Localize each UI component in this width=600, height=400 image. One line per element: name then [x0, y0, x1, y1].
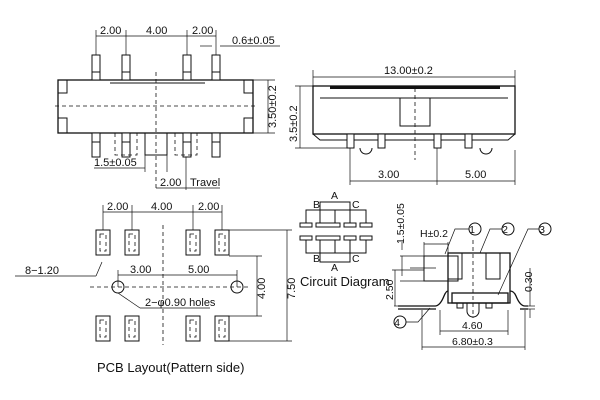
pcb-layout: 2.00 4.00 2.00 8−1.20 3.00 5.00 2−φ0.90 … — [15, 201, 298, 375]
dim-front-left: 3.00 — [378, 169, 399, 181]
callout-2: 2 — [502, 224, 508, 236]
dim-travel: 2.00 — [160, 177, 181, 189]
callout-4: 4 — [394, 317, 400, 329]
actuator — [144, 132, 168, 156]
pcb-layout-title: PCB Layout(Pattern side) — [97, 360, 244, 375]
dim-top-pitch-left: 2.00 — [100, 25, 121, 37]
circuit-label-b-top: B — [313, 199, 320, 211]
dim-body-height: 3.50±0.2 — [267, 85, 279, 128]
front-pins — [346, 133, 493, 155]
dim-pin-length: 1.5±0.05 — [94, 157, 137, 169]
dim-side-pin: 1.5±0.05 — [395, 203, 407, 244]
dim-side-inner: 4.60 — [462, 320, 483, 332]
circuit-label-b-bottom: B — [313, 253, 320, 265]
dim-pcb-pitch-left: 2.00 — [107, 201, 128, 213]
dim-pcb-holes: 2−φ0.90 holes — [145, 297, 216, 309]
circuit-label-a-bottom: A — [331, 262, 338, 274]
dim-pcb-hole-right: 5.00 — [188, 264, 209, 276]
dim-top-pitch-center: 4.00 — [146, 25, 167, 37]
dim-pcb-hole-left: 3.00 — [130, 264, 151, 276]
dim-pcb-row-spacing: 4.00 — [256, 278, 268, 299]
dim-front-right: 5.00 — [465, 169, 486, 181]
dim-pcb-overall: 7.50 — [286, 278, 298, 299]
circuit-label-a-top: A — [331, 190, 338, 202]
front-view: 13.00±0.2 3.5±0.2 3.00 5.00 — [288, 65, 516, 185]
dim-front-height: 3.5±0.2 — [288, 105, 300, 142]
dim-side-h: H±0.2 — [420, 228, 448, 240]
circuit-diagram: A B C B C A Circuit Diagram — [299, 190, 390, 289]
dim-pcb-pads: 8−1.20 — [25, 265, 59, 277]
dim-top-pitch-right: 2.00 — [192, 25, 213, 37]
circuit-label-c-top: C — [352, 199, 360, 211]
dim-side-thickness: 0.30 — [523, 271, 535, 292]
dim-pin-width: 0.6±0.05 — [232, 35, 275, 47]
circuit-label-c-bottom: C — [352, 253, 360, 265]
callout-1: 1 — [469, 224, 475, 236]
top-pins — [91, 54, 221, 81]
circuit-diagram-title: Circuit Diagram — [300, 274, 390, 289]
dim-side-height: 2.50 — [384, 279, 396, 300]
actuator-side — [423, 255, 459, 282]
pcb-pads — [95, 229, 230, 342]
top-view: 2.00 4.00 2.00 0.6±0.05 3.50±0.2 1.5±0.0… — [55, 25, 280, 190]
callout-3: 3 — [539, 224, 545, 236]
top-body — [57, 79, 254, 134]
dim-pcb-pitch-center: 4.00 — [151, 201, 172, 213]
side-view: 1 2 3 4 1.5±0.05 H±0.2 2.50 0.30 4.60 6.… — [384, 203, 552, 350]
dim-side-overall: 6.80±0.3 — [452, 336, 493, 348]
dim-pcb-pitch-right: 2.00 — [198, 201, 219, 213]
bottom-pins — [91, 132, 221, 158]
dim-front-length: 13.00±0.2 — [384, 65, 433, 77]
travel-label: Travel — [190, 177, 220, 189]
